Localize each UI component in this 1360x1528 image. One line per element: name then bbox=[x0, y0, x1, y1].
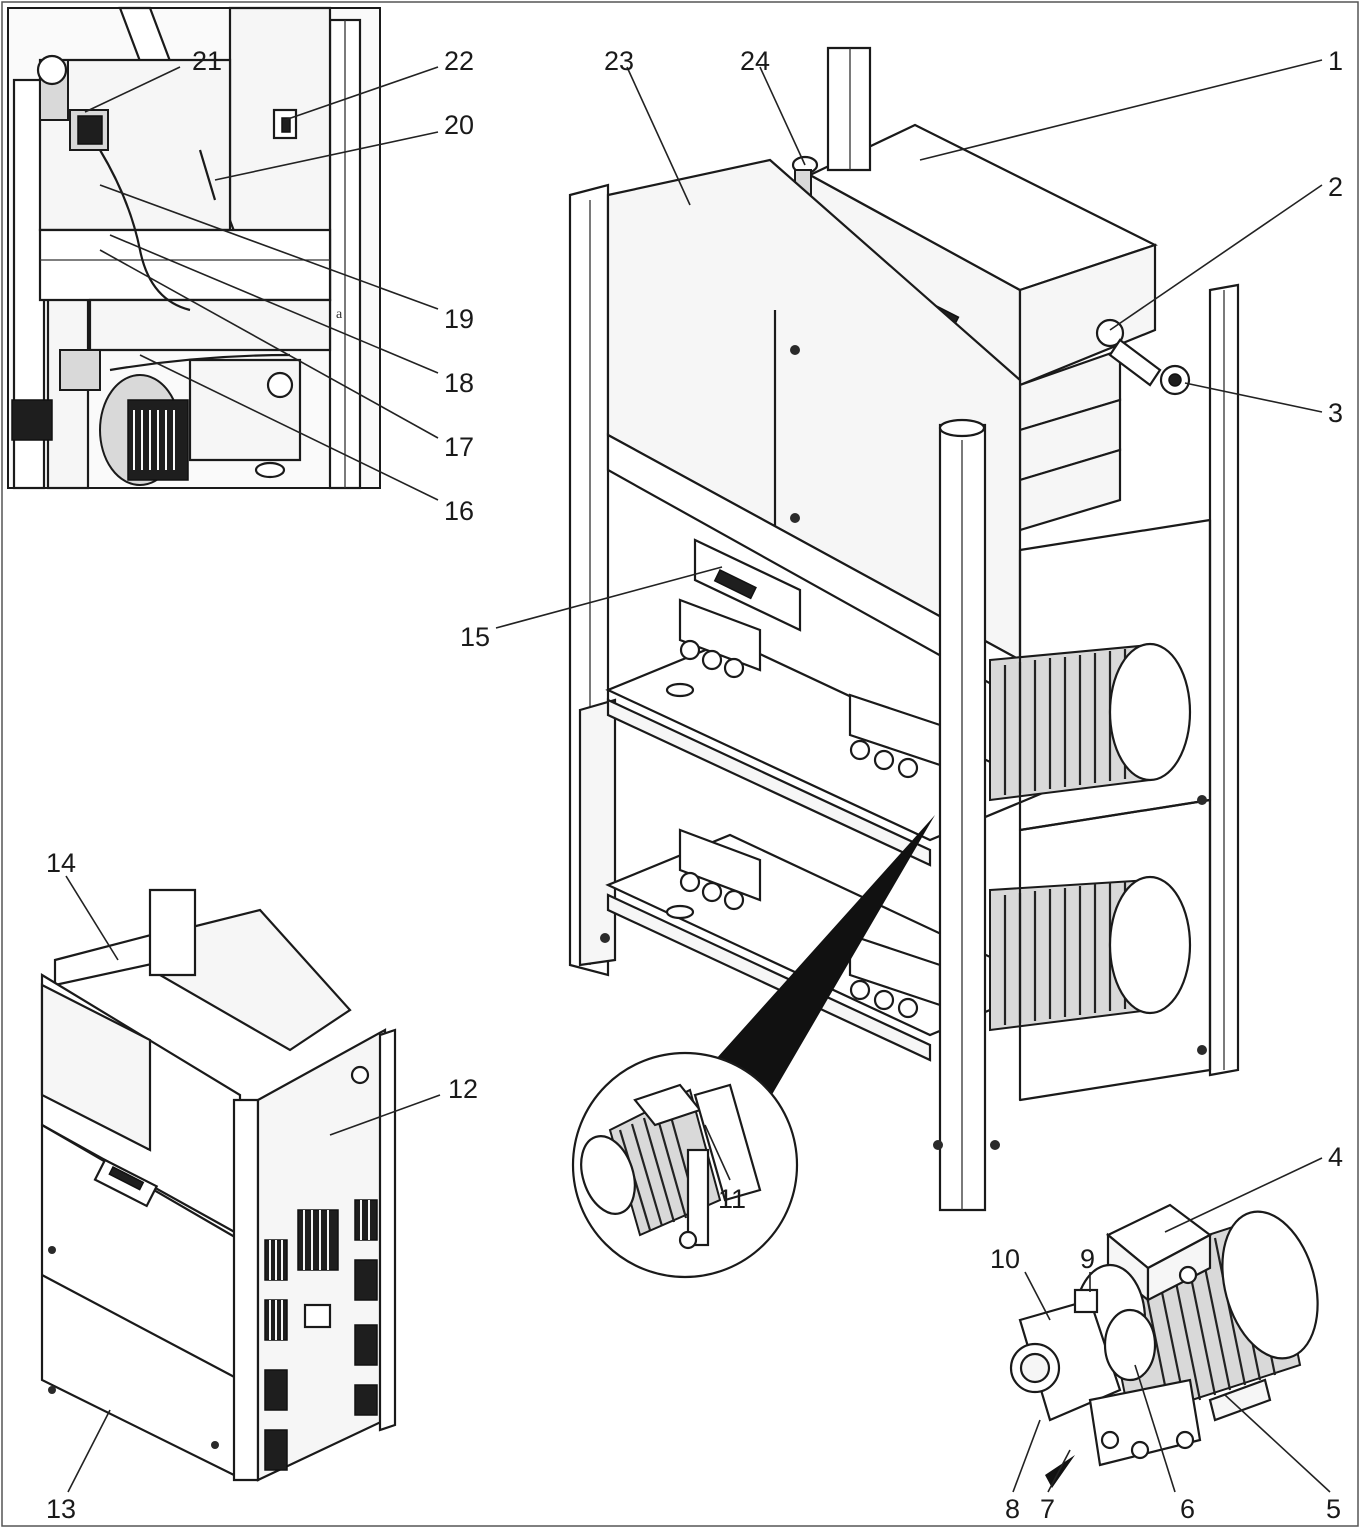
motor-upper bbox=[989, 642, 1192, 802]
callout-13: 13 bbox=[46, 1494, 76, 1524]
callout-24: 24 bbox=[740, 46, 770, 76]
pump-head-lower-right bbox=[848, 933, 942, 1019]
inset-detail-view bbox=[7, 6, 381, 490]
callout-3: 3 bbox=[1328, 398, 1343, 428]
callout-labels: 1 2 3 4 5 6 7 8 9 10 11 12 13 14 15 16 1… bbox=[46, 46, 1343, 1524]
callout-23: 23 bbox=[604, 46, 634, 76]
leader-lines bbox=[65, 59, 1331, 1493]
callout-2: 2 bbox=[1328, 172, 1343, 202]
callout-11: 11 bbox=[718, 1184, 746, 1214]
callout-9: 9 bbox=[1080, 1244, 1095, 1274]
callout-1: 1 bbox=[1328, 46, 1343, 76]
callout-8: 8 bbox=[1005, 1494, 1020, 1524]
motor-pump-assembly bbox=[1009, 1203, 1319, 1488]
detail-mark-a: a bbox=[336, 307, 343, 322]
callout-16: 16 bbox=[444, 496, 474, 526]
callout-17: 17 bbox=[444, 432, 474, 462]
detail-magnifier-11 bbox=[571, 815, 935, 1279]
callout-15: 15 bbox=[460, 622, 490, 652]
callout-20: 20 bbox=[444, 110, 474, 140]
pump-head-upper-right bbox=[848, 693, 942, 779]
callout-12: 12 bbox=[448, 1074, 478, 1104]
motor-lower bbox=[989, 875, 1192, 1032]
pump-head-lower-left bbox=[665, 828, 762, 920]
closed-cabinet-view bbox=[40, 888, 397, 1482]
callout-4: 4 bbox=[1328, 1142, 1343, 1172]
callout-5: 5 bbox=[1326, 1494, 1341, 1524]
callout-7: 7 bbox=[1040, 1494, 1055, 1524]
main-unit-open-frame bbox=[568, 46, 1240, 1212]
callout-18: 18 bbox=[444, 368, 474, 398]
callout-10: 10 bbox=[990, 1244, 1020, 1274]
callout-19: 19 bbox=[444, 304, 474, 334]
callout-21: 21 bbox=[192, 46, 222, 76]
callout-14: 14 bbox=[46, 848, 76, 878]
callout-6: 6 bbox=[1180, 1494, 1195, 1524]
pump-head-upper-left bbox=[665, 598, 762, 698]
callout-22: 22 bbox=[444, 46, 474, 76]
